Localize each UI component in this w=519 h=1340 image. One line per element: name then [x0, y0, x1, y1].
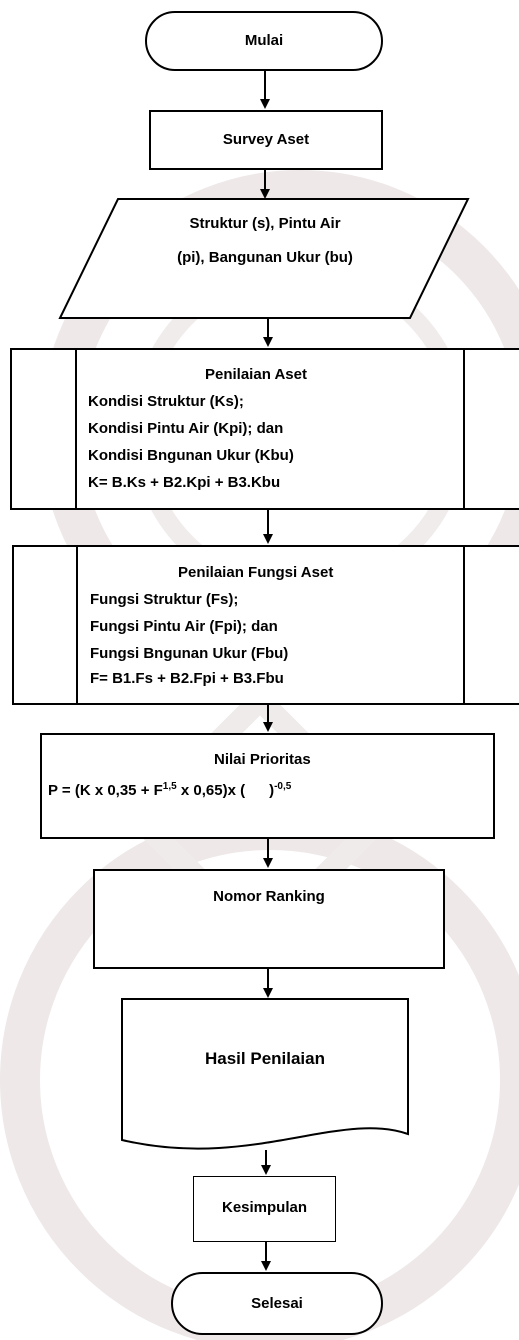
penilaian-aset-title: Penilaian Aset [205, 366, 307, 383]
prioritas-formula-mid: x 0,65)x ( [176, 782, 246, 799]
input-line-1: Struktur (s), Pintu Air [189, 215, 341, 232]
input-parallelogram [58, 198, 470, 319]
survey-process-box [149, 110, 383, 170]
prioritas-formula-exponent: 1,5 [162, 781, 177, 792]
penilaian-aset-right-bar [463, 348, 465, 510]
start-label: Mulai [244, 32, 284, 49]
prioritas-formula-prefix: P = (K x 0,35 + F [48, 782, 163, 799]
penilaian-fungsi-line-1: Fungsi Struktur (Fs); [90, 591, 239, 608]
penilaian-fungsi-box [12, 545, 519, 705]
kesimpulan-process-box [193, 1176, 336, 1242]
penilaian-aset-line-1: Kondisi Struktur (Ks); [88, 393, 244, 410]
start-terminator [145, 11, 383, 71]
penilaian-fungsi-right-bar [463, 545, 465, 705]
input-line-2: (pi), Bangunan Ukur (bu) [177, 249, 353, 266]
penilaian-fungsi-left-bar [76, 545, 78, 705]
penilaian-aset-box [10, 348, 519, 510]
penilaian-aset-line-3: Kondisi Bngunan Ukur (Kbu) [88, 447, 294, 464]
prioritas-process-box [40, 733, 495, 839]
prioritas-title: Nilai Prioritas [214, 751, 311, 768]
penilaian-fungsi-formula: F= B1.Fs + B2.Fpi + B3.Fbu [90, 670, 284, 687]
penilaian-fungsi-line-2: Fungsi Pintu Air (Fpi); dan [90, 618, 278, 635]
ranking-label: Nomor Ranking [213, 888, 325, 905]
penilaian-fungsi-title: Penilaian Fungsi Aset [178, 564, 334, 581]
penilaian-aset-formula: K= B.Ks + B2.Kpi + B3.Kbu [88, 474, 281, 491]
prioritas-formula-end: ) [269, 782, 275, 799]
end-label: Selesai [251, 1295, 303, 1312]
output-document-shape [121, 998, 409, 1150]
prioritas-formula: P = (K x 0,35 + F1,5 x 0,65)x ()-0,5 [48, 776, 291, 802]
penilaian-aset-line-2: Kondisi Pintu Air (Kpi); dan [88, 420, 284, 437]
prioritas-formula-exponent-2: -0,5 [274, 781, 292, 792]
penilaian-aset-left-bar [75, 348, 77, 510]
penilaian-fungsi-line-3: Fungsi Bngunan Ukur (Fbu) [90, 645, 289, 662]
survey-label: Survey Aset [222, 131, 310, 148]
ranking-process-box [93, 869, 445, 969]
hasil-label: Hasil Penilaian [205, 1049, 325, 1068]
kesimpulan-label: Kesimpulan [221, 1199, 308, 1216]
end-terminator [171, 1272, 383, 1335]
